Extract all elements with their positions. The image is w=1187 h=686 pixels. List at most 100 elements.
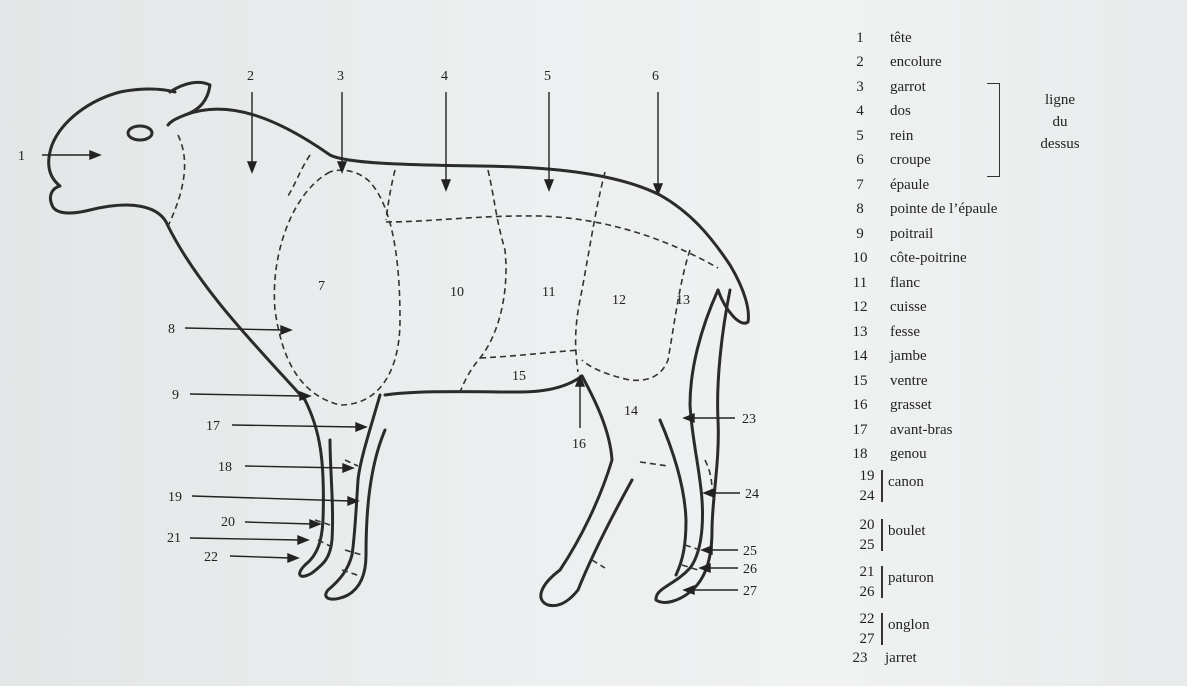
callout-16: 16 (572, 437, 586, 452)
group-label-line: ligne (1020, 89, 1100, 111)
arrowhead-25 (702, 546, 712, 554)
legend-number: 8 (845, 197, 875, 221)
arrowhead-17 (356, 423, 366, 431)
arrowhead-1 (90, 151, 100, 159)
legend-term: cuisse (890, 295, 927, 319)
hind-hock-dash (640, 462, 668, 466)
legend-number: 24 (855, 486, 879, 506)
arrow-22 (230, 556, 290, 558)
arrowhead-22 (288, 554, 298, 562)
topline-outline (185, 109, 730, 265)
region-dashed-lines (168, 135, 718, 576)
legend-term: fesse (890, 320, 920, 344)
flank-thigh-boundary (576, 172, 605, 372)
legend-number: 16 (845, 393, 875, 417)
arrowhead-18 (343, 464, 353, 472)
callout-5: 5 (544, 69, 551, 84)
legend-term: ventre (890, 369, 927, 393)
hind-back-hock-dash (705, 460, 712, 490)
legend-number: 1 (845, 26, 875, 50)
callout-21: 21 (167, 531, 181, 546)
callout-22: 22 (204, 550, 218, 565)
head-outline (49, 89, 175, 226)
arrowhead-2 (248, 162, 256, 172)
region-12: 12 (612, 293, 626, 308)
legend-term: poitrail (890, 222, 933, 246)
legend-term: boulet (888, 521, 926, 541)
arrowhead-4 (442, 180, 450, 190)
region-11: 11 (542, 285, 555, 300)
legend-term: flanc (890, 271, 920, 295)
legend-number: 9 (845, 222, 875, 246)
region-13: 13 (676, 293, 690, 308)
hind-leg-back-outline (656, 290, 730, 602)
neck-dash-1 (288, 155, 310, 196)
legend-number: 22 (855, 609, 879, 629)
thigh-back-boundary (582, 250, 690, 380)
callout-26: 26 (743, 562, 757, 577)
legend-number: 7 (845, 173, 875, 197)
legend-term: jarret (885, 646, 917, 670)
callout-1: 1 (18, 149, 25, 164)
pair-bar (881, 519, 883, 551)
callout-8: 8 (168, 322, 175, 337)
callout-20: 20 (221, 515, 235, 530)
legend-term: dos (890, 99, 911, 123)
legend-number: 25 (855, 535, 879, 555)
neck-dash-2 (386, 170, 395, 220)
legend-term: canon (888, 472, 924, 492)
legend-number: 21 (855, 562, 879, 582)
legend-number: 15 (845, 369, 875, 393)
topline-group-label: ligne du dessus (1020, 89, 1100, 155)
pair-bar (881, 613, 883, 645)
legend-term: onglon (888, 615, 930, 635)
region-10: 10 (450, 285, 464, 300)
callout-9: 9 (172, 388, 179, 403)
topline-bracket (987, 83, 1000, 177)
group-label-line: du (1020, 111, 1100, 133)
legend-term: paturon (888, 568, 934, 588)
callout-19: 19 (168, 490, 182, 505)
legend-number: 5 (845, 124, 875, 148)
legend-term: pointe de l’épaule (890, 197, 997, 221)
legend-term: genou (890, 442, 927, 466)
legend-term: grasset (890, 393, 932, 417)
legend-term: rein (890, 124, 913, 148)
arrowhead-21 (298, 536, 308, 544)
legend-number: 3 (845, 75, 875, 99)
shoulder-region-boundary (274, 170, 400, 405)
callout-25: 25 (743, 544, 757, 559)
legend-number: 14 (845, 344, 875, 368)
arrowhead-8 (281, 326, 291, 334)
ear-outline (168, 82, 210, 125)
arrowhead-23 (684, 414, 694, 422)
group-label-line: dessus (1020, 133, 1100, 155)
callout-24: 24 (745, 487, 759, 502)
legend-term: jambe (890, 344, 927, 368)
sheep-anatomy-diagram: 1 2 3 4 5 6 8 9 17 18 19 20 21 22 16 23 … (0, 0, 850, 686)
callout-6: 6 (652, 69, 659, 84)
legend-number: 13 (845, 320, 875, 344)
legend-term: tête (890, 26, 912, 50)
legend-term: côte-poitrine (890, 246, 967, 270)
arrow-21 (190, 538, 300, 540)
ribs-flank-boundary (460, 170, 506, 392)
hind-leg-middle-outline (660, 420, 686, 575)
callout-3: 3 (337, 69, 344, 84)
callout-2: 2 (247, 69, 254, 84)
head-neck-boundary (168, 135, 185, 226)
legend-number: 23 (845, 646, 875, 670)
belly-boundary (480, 350, 580, 358)
region-15: 15 (512, 369, 526, 384)
legend-term: garrot (890, 75, 926, 99)
legend-number: 26 (855, 582, 879, 602)
callout-18: 18 (218, 460, 232, 475)
eye-outline (128, 126, 152, 140)
hind-fetlock-dash (592, 560, 605, 568)
arrowhead-24 (704, 489, 714, 497)
arrowhead-5 (545, 180, 553, 190)
callout-4: 4 (441, 69, 448, 84)
arrow-19 (192, 496, 350, 501)
